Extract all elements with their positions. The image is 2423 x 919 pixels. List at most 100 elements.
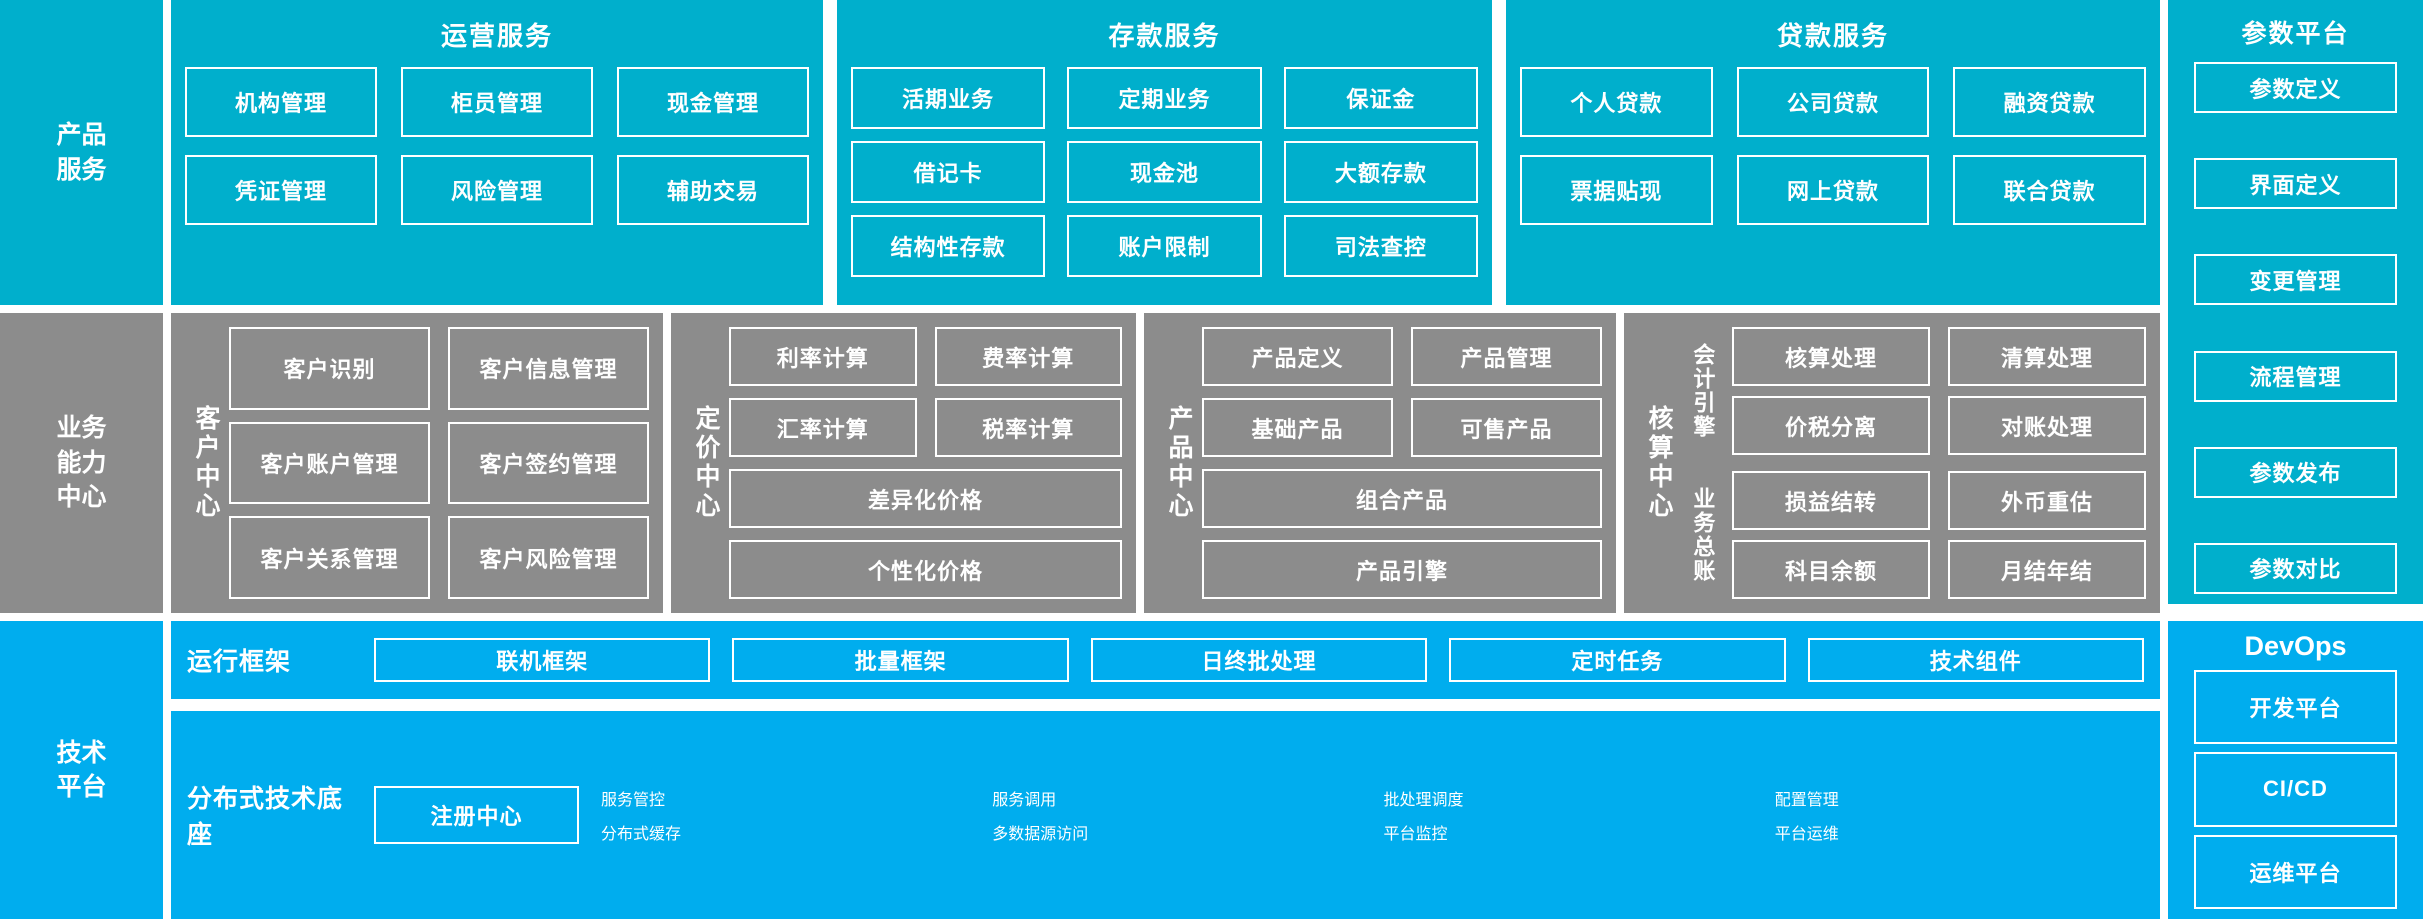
center-label-pricing: 定价中心 <box>692 405 720 521</box>
capability-item[interactable]: 产品管理 <box>1411 327 1602 386</box>
pricing-center-body: 利率计算 费率计算 汇率计算 税率计算 差异化价格 个性化价格 <box>729 327 1122 599</box>
parameter-item[interactable]: 参数发布 <box>2194 446 2397 498</box>
service-item[interactable]: 票据贴现 <box>1520 155 1713 225</box>
capability-row: 产品引擎 <box>1202 540 1602 599</box>
tech-item[interactable]: 批处理调度 <box>1383 792 1464 809</box>
service-item[interactable]: 活期业务 <box>851 67 1046 129</box>
runtime-framework-strip: 运行框架 联机框架 批量框架 日终批处理 定时任务 技术组件 <box>171 621 2160 699</box>
service-item[interactable]: 机构管理 <box>185 67 377 137</box>
loan-services-grid: 个人贷款 公司贷款 融资贷款 票据贴现 网上贷款 联合贷款 <box>1520 67 2146 291</box>
capability-item[interactable]: 外币重估 <box>1948 471 2146 530</box>
capability-item[interactable]: 利率计算 <box>729 327 917 386</box>
service-item[interactable]: 司法查控 <box>1283 215 1478 277</box>
tech-item[interactable]: 平台运维 <box>1774 826 1839 843</box>
capability-item[interactable]: 月结年结 <box>1948 540 2146 599</box>
capability-item[interactable]: 损益结转 <box>1732 471 1930 530</box>
capability-item[interactable]: 汇率计算 <box>729 398 917 457</box>
service-item[interactable]: 现金池 <box>1067 141 1262 203</box>
capability-item[interactable]: 核算处理 <box>1732 327 1930 386</box>
devops-item[interactable]: CI/CD <box>2194 752 2397 827</box>
capability-item[interactable]: 基础产品 <box>1202 398 1393 457</box>
service-item[interactable]: 定期业务 <box>1067 67 1262 129</box>
parameter-item[interactable]: 变更管理 <box>2194 254 2397 306</box>
subsection-label-accounting-engine: 会计引擎 <box>1690 343 1716 439</box>
capability-item[interactable]: 客户信息管理 <box>448 327 649 410</box>
service-item[interactable]: 辅助交易 <box>617 155 809 225</box>
capability-row: 组合产品 <box>1202 469 1602 528</box>
service-item[interactable]: 联合贷款 <box>1953 155 2146 225</box>
business-capability-layer: 业务 能力 中心 客户中心 客户识别 客户信息管理 客户账户管理 客户签约管理 … <box>0 313 2423 613</box>
product-service-layer: 产品 服务 运营服务 机构管理 柜员管理 现金管理 凭证管理 风险管理 辅助交易… <box>0 0 2423 604</box>
tech-item[interactable]: 联机框架 <box>374 638 711 682</box>
tech-item[interactable]: 多数据源访问 <box>992 826 1089 843</box>
capability-item[interactable]: 客户账户管理 <box>229 421 430 505</box>
capability-item[interactable]: 产品定义 <box>1202 327 1393 386</box>
center-label-accounting: 核算中心 <box>1645 405 1673 521</box>
distributed-base-grid: 注册中心 服务管控 服务调用 批处理调度 配置管理 分布式缓存 多数据源访问 平… <box>374 786 2144 844</box>
capability-item[interactable]: 产品引擎 <box>1202 540 1602 599</box>
service-item[interactable]: 融资贷款 <box>1953 67 2146 137</box>
capability-item[interactable]: 税率计算 <box>934 398 1122 457</box>
accounting-subsection-ledger: 业务总账 损益结转 外币重估 科目余额 月结年结 <box>1682 471 2146 599</box>
tech-item[interactable]: 服务调用 <box>992 792 1057 809</box>
devops-item[interactable]: 开发平台 <box>2194 670 2397 745</box>
capability-item[interactable]: 个性化价格 <box>729 540 1122 599</box>
service-item[interactable]: 风险管理 <box>401 155 593 225</box>
capability-item[interactable]: 组合产品 <box>1202 469 1602 528</box>
tech-item[interactable]: 日终批处理 <box>1090 638 1428 682</box>
parameter-platform-list: 参数定义 界面定义 变更管理 流程管理 参数发布 参数对比 <box>2194 62 2397 594</box>
tech-item[interactable]: 配置管理 <box>1774 792 1839 809</box>
capability-item[interactable]: 差异化价格 <box>729 469 1122 528</box>
subsection-label-business-ledger: 业务总账 <box>1690 487 1716 583</box>
capability-item[interactable]: 客户签约管理 <box>448 421 649 505</box>
service-item[interactable]: 凭证管理 <box>185 155 377 225</box>
devops-item[interactable]: 运维平台 <box>2194 834 2397 909</box>
center-customer: 客户中心 客户识别 客户信息管理 客户账户管理 客户签约管理 客户关系管理 客户… <box>171 313 663 613</box>
capability-item[interactable]: 价税分离 <box>1732 396 1930 455</box>
capability-item[interactable]: 客户关系管理 <box>229 516 430 600</box>
devops-title: DevOps <box>2244 631 2347 661</box>
service-item[interactable]: 柜员管理 <box>401 67 593 137</box>
parameter-item[interactable]: 界面定义 <box>2194 158 2397 210</box>
capability-item[interactable]: 科目余额 <box>1732 540 1930 599</box>
capability-item[interactable]: 客户识别 <box>229 327 430 410</box>
product-layer-spine-label: 产品 服务 <box>0 0 163 305</box>
devops-list: 开发平台 CI/CD 运维平台 <box>2194 670 2397 909</box>
tech-item[interactable]: 批量框架 <box>732 638 1069 682</box>
registry-center-item[interactable]: 注册中心 <box>374 786 579 844</box>
customer-center-body: 客户识别 客户信息管理 客户账户管理 客户签约管理 客户关系管理 客户风险管理 <box>229 327 649 600</box>
parameter-platform-title: 参数平台 <box>2241 20 2350 48</box>
service-item[interactable]: 网上贷款 <box>1736 155 1930 225</box>
capability-row: 汇率计算 税率计算 <box>729 398 1122 457</box>
group-title-deposit: 存款服务 <box>1108 21 1221 51</box>
capability-row: 客户账户管理 客户签约管理 <box>229 421 649 505</box>
parameter-item[interactable]: 参数对比 <box>2194 542 2397 594</box>
tech-item[interactable]: 技术组件 <box>1807 638 2144 682</box>
tech-item[interactable]: 定时任务 <box>1449 638 1786 682</box>
service-item[interactable]: 保证金 <box>1283 67 1478 129</box>
service-item[interactable]: 公司贷款 <box>1736 67 1930 137</box>
tech-item[interactable]: 服务管控 <box>601 792 666 809</box>
capability-item[interactable]: 清算处理 <box>1948 327 2146 386</box>
service-item[interactable]: 大额存款 <box>1283 141 1478 203</box>
parameter-item[interactable]: 参数定义 <box>2194 62 2397 113</box>
service-item[interactable]: 结构性存款 <box>851 215 1046 277</box>
technical-platform-body: 运行框架 联机框架 批量框架 日终批处理 定时任务 技术组件 分布式技术底座 注… <box>171 621 2160 919</box>
group-deposit-services: 存款服务 活期业务 定期业务 保证金 借记卡 现金池 大额存款 结构性存款 账户… <box>837 0 1492 305</box>
service-item[interactable]: 账户限制 <box>1067 215 1262 277</box>
service-item[interactable]: 现金管理 <box>617 67 809 137</box>
capability-layer-spine-label: 业务 能力 中心 <box>0 313 163 613</box>
capability-item[interactable]: 费率计算 <box>934 327 1122 386</box>
capability-item[interactable]: 对账处理 <box>1948 396 2146 455</box>
capability-item[interactable]: 可售产品 <box>1411 398 1602 457</box>
tech-item[interactable]: 平台监控 <box>1383 826 1448 843</box>
service-item[interactable]: 个人贷款 <box>1520 67 1713 137</box>
parameter-item[interactable]: 流程管理 <box>2194 350 2397 402</box>
service-item[interactable]: 借记卡 <box>851 141 1046 203</box>
tech-item[interactable]: 分布式缓存 <box>601 826 682 843</box>
center-accounting: 核算中心 会计引擎 核算处理 清算处理 价税分离 对账处理 业务总账 <box>1624 313 2160 613</box>
capability-row: 产品定义 产品管理 <box>1202 327 1602 386</box>
runtime-framework-label: 运行框架 <box>187 648 292 676</box>
distributed-base-strip: 分布式技术底座 注册中心 服务管控 服务调用 批处理调度 配置管理 分布式缓存 … <box>171 711 2160 919</box>
capability-item[interactable]: 客户风险管理 <box>448 516 649 600</box>
